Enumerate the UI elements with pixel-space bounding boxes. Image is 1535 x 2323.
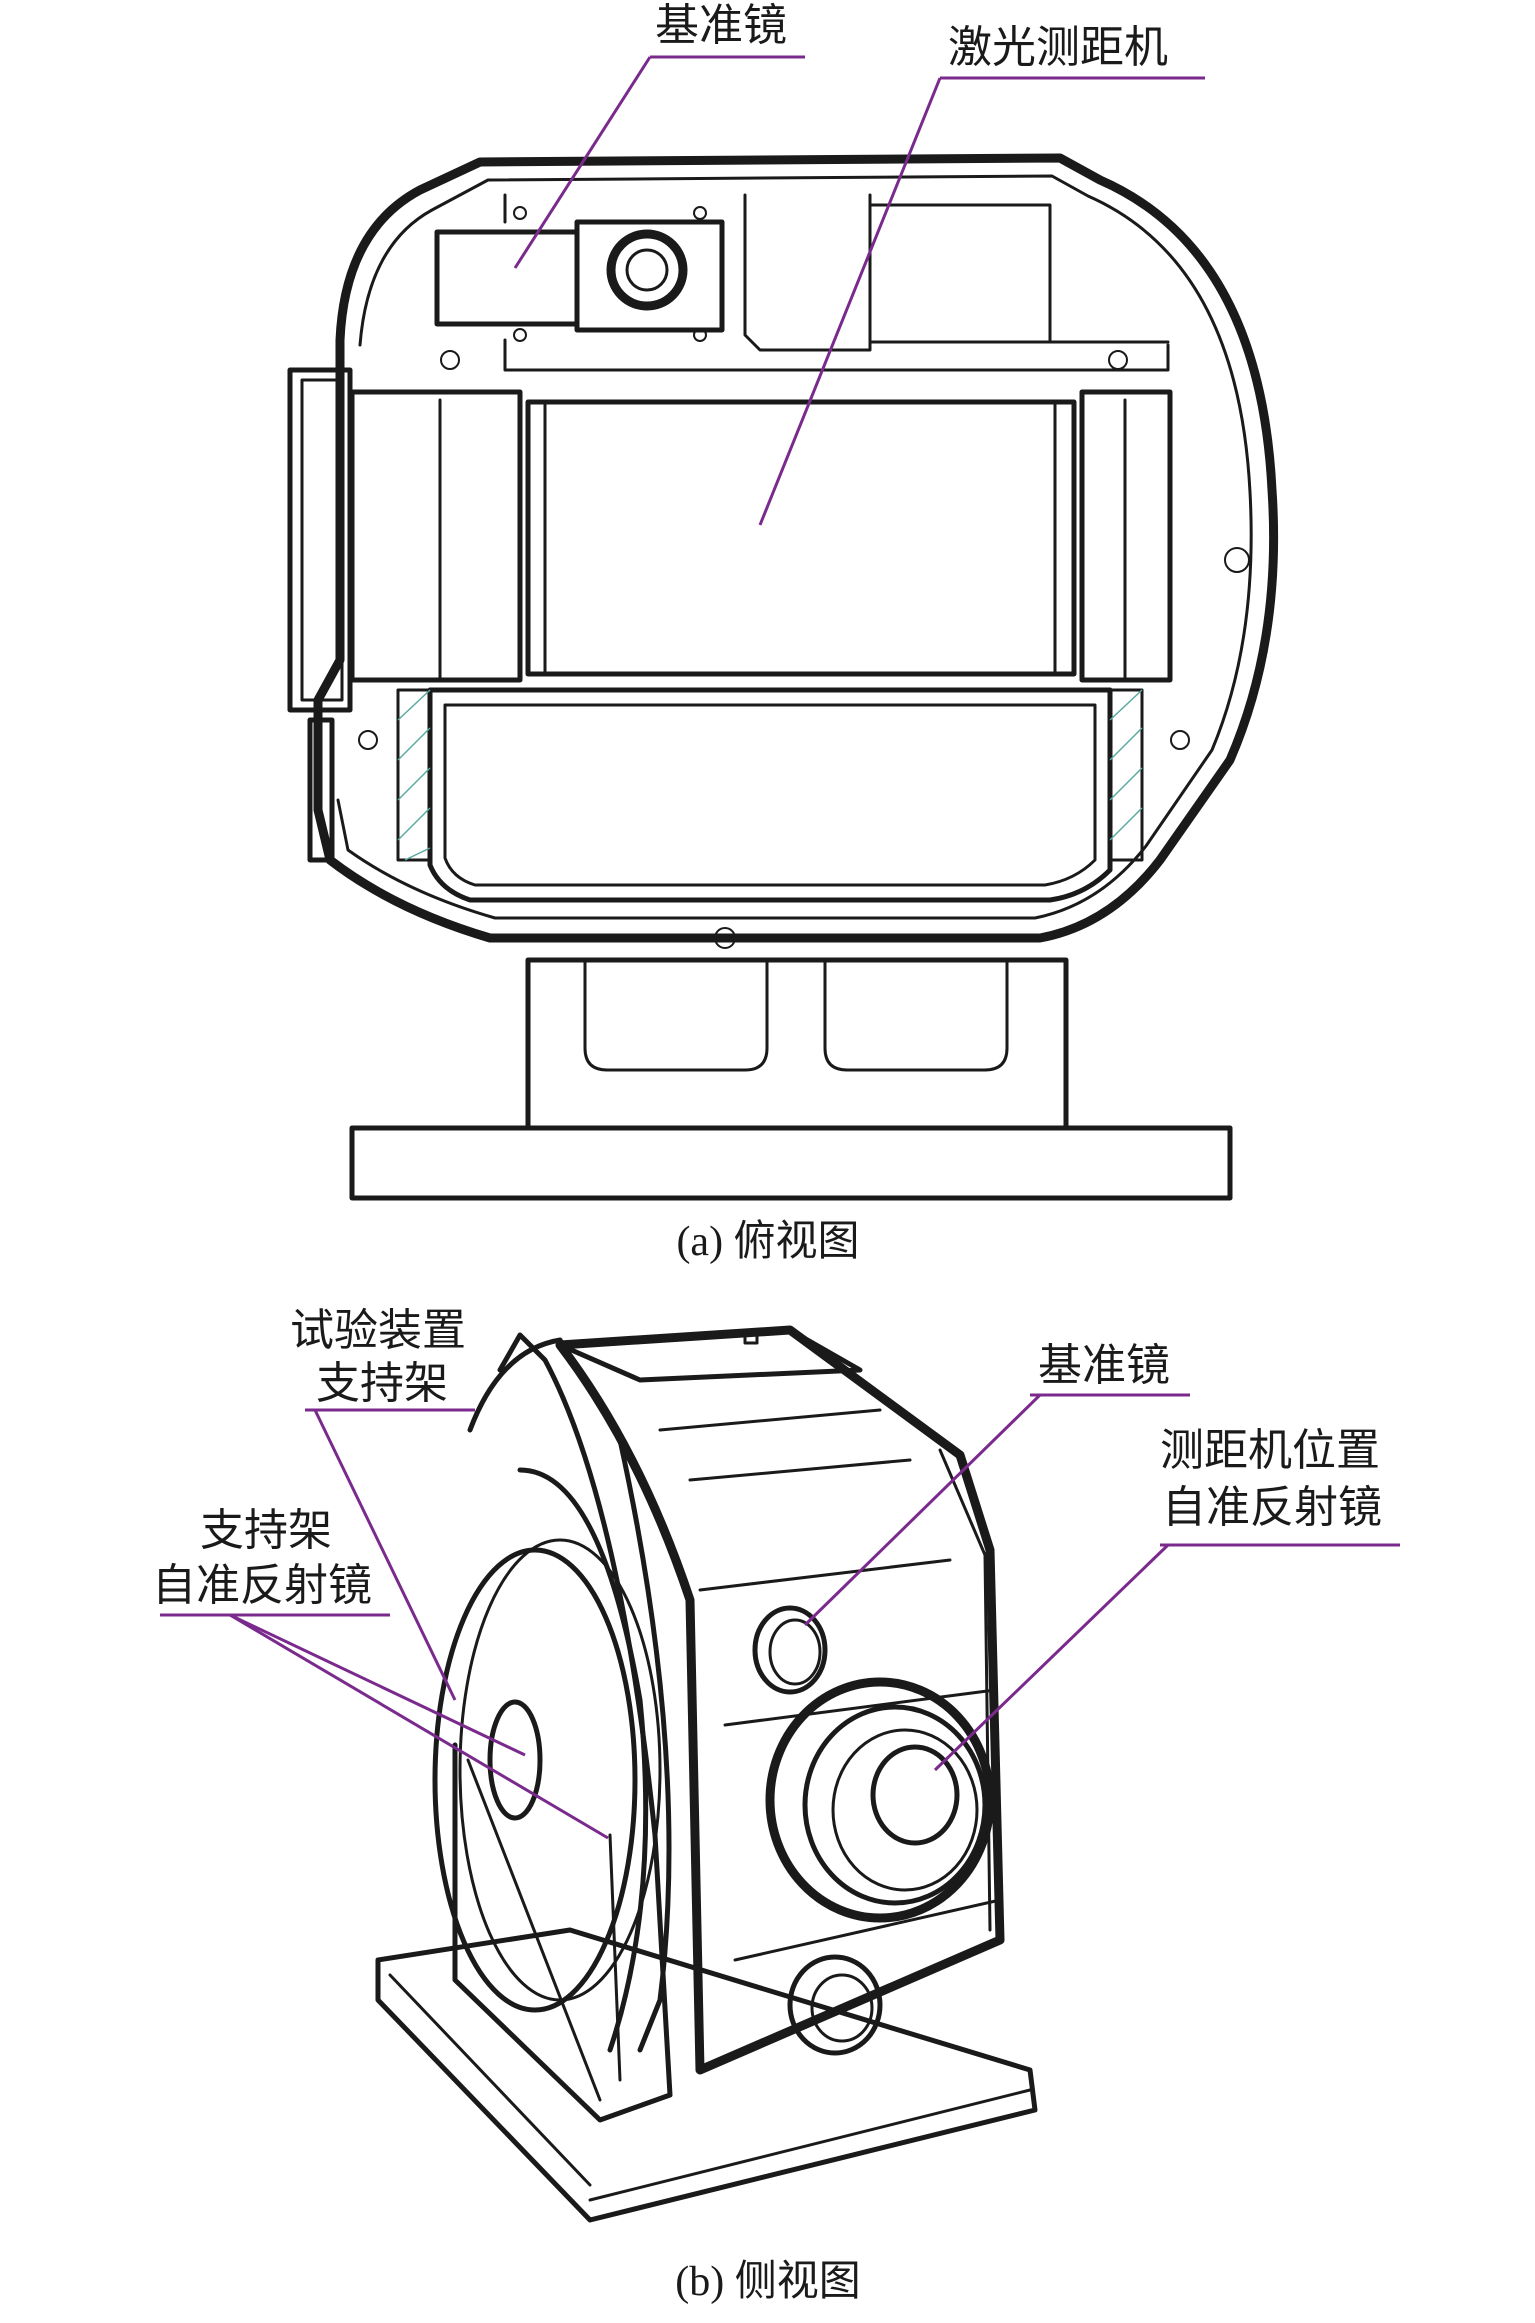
screw-icon [513, 328, 527, 342]
label-rangefinder-mirror-line1: 测距机位置 [1160, 1425, 1380, 1476]
top-view-housing-inner [336, 174, 1253, 920]
top-view-mirror-holder [574, 219, 725, 333]
top-view-housing [313, 153, 1279, 943]
top-view-lower-box [443, 703, 1097, 887]
side-view-lid [557, 1327, 863, 1383]
reference-mirror-rim [768, 1618, 822, 1686]
rangefinder-barrel-thread [831, 1728, 979, 1892]
top-view-pedestal [525, 957, 1069, 1131]
base-plate-edge [376, 1973, 1032, 2222]
leader-support-mirror-diag1 [229, 1613, 526, 1757]
top-view-lower-cavity [427, 687, 1113, 903]
leader-reference-mirror-side-diag [803, 1393, 1042, 1627]
lower-lens-inner [810, 1973, 874, 2043]
label-reference-mirror-top: 基准镜 [655, 0, 787, 51]
side-view-lower-lens [787, 1954, 883, 2056]
side-view-body [555, 1325, 1005, 2075]
top-view-left-mount-inner [300, 378, 344, 702]
side-view: 试验装置 支持架 支持架 自准反射镜 基准镜 测距机位置 自准反射镜 (b) 侧… [152, 1305, 1400, 2305]
top-view-left-bay [349, 389, 523, 683]
screw-icon [1224, 547, 1250, 573]
top-view-rangefinder-box [525, 399, 1077, 677]
label-support-mirror-line2: 自准反射镜 [152, 1560, 372, 1611]
top-view-left-clamp [307, 717, 335, 863]
leader-rangefinder-mirror-diag [933, 1543, 1170, 1772]
label-rangefinder-mirror-line2: 自准反射镜 [1162, 1482, 1382, 1533]
screw-icon [513, 206, 527, 220]
top-view-pedestal-slot-left [583, 958, 769, 1072]
support-disc-rim [458, 1538, 662, 2002]
screw-icon [440, 350, 460, 370]
leader-support-frame-diag [313, 1409, 457, 1701]
rangefinder-barrel-inner [802, 1704, 988, 1906]
screw-icon [1108, 350, 1128, 370]
leader-laser-rangefinder-diag [758, 77, 942, 526]
side-view-rangefinder-barrel [765, 1677, 995, 1923]
side-view-base-plate [375, 1927, 1038, 2223]
top-view-mirror-ring [606, 229, 688, 311]
screw-icon [743, 1331, 759, 1345]
label-laser-rangefinder: 激光测距机 [948, 22, 1168, 73]
leader-reference-mirror-top-diag [513, 56, 652, 269]
top-view-upper-frame [503, 193, 1170, 372]
leader-support-mirror-diag2 [229, 1613, 609, 1840]
side-view-flange [467, 1337, 672, 2053]
caption-top-view: (a) 俯视图 [676, 1218, 859, 1265]
support-frame-edge [466, 1758, 622, 2102]
top-view-hatch-left [396, 688, 432, 862]
top-view-mirror-lens [625, 248, 669, 292]
top-view-mirror-block [434, 229, 580, 327]
side-view-support-mirror [487, 1699, 543, 1821]
screw-icon [1170, 730, 1190, 750]
label-support-frame-line2: 支持架 [316, 1358, 448, 1409]
label-reference-mirror-side: 基准镜 [1038, 1340, 1170, 1391]
top-view-hatch-right [1108, 688, 1144, 862]
side-view-support-frame [452, 1332, 673, 2123]
screw-icon [714, 927, 736, 949]
top-view-pedestal-slot-right [823, 958, 1009, 1072]
label-support-mirror-line1: 支持架 [200, 1505, 332, 1556]
screw-icon [693, 206, 707, 220]
top-view: 基准镜 激光测距机 (a) 俯视图 [287, 0, 1279, 1265]
side-view-reference-mirror [752, 1605, 828, 1695]
label-support-frame-line1: 试验装置 [290, 1305, 466, 1356]
caption-side-view: (b) 侧视图 [675, 2259, 860, 2305]
screw-icon [358, 730, 378, 750]
screw-icon [693, 328, 707, 342]
top-view-base-plate [349, 1125, 1233, 1201]
side-view-rangefinder-mirror [870, 1744, 960, 1846]
side-view-support-disc [432, 1547, 638, 2013]
